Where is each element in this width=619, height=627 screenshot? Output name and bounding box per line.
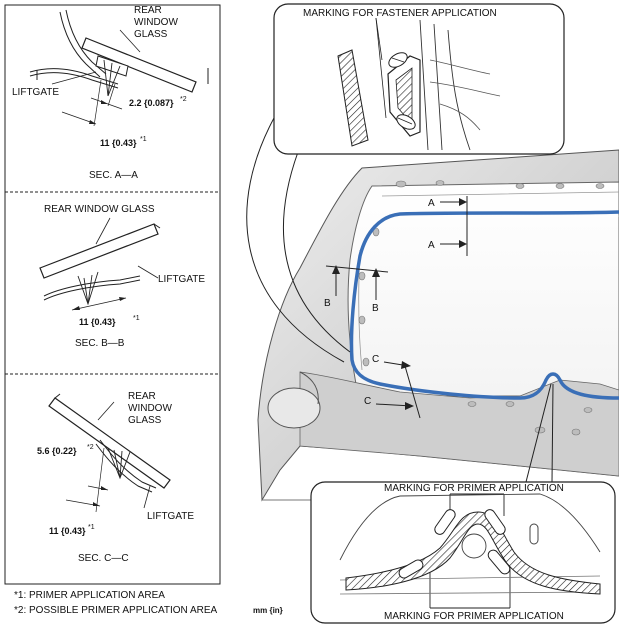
primer-bead-line	[349, 210, 619, 400]
section-c-glass-label-3: GLASS	[128, 415, 162, 426]
section-a-glass-label-1: REAR	[134, 5, 162, 16]
primer-marking-label-bottom: MARKING FOR PRIMER APPLICATION	[384, 611, 564, 622]
section-c-drawing: REAR WINDOW GLASS 5.6 {0.22} *2 LIFTGATE…	[37, 391, 194, 564]
section-c-dim-primer: 11 {0.43}	[49, 526, 86, 536]
primer-mark-upper-left	[434, 509, 456, 535]
section-c-dim-primer-possible: 5.6 {0.22}	[37, 446, 77, 456]
section-b-title: SEC. B—B	[75, 338, 125, 349]
section-marker-a-bottom: A	[428, 240, 435, 251]
section-c-title: SEC. C—C	[78, 553, 129, 564]
section-c-glass-label-1: REAR	[128, 391, 156, 402]
section-marker-b-right: B	[372, 303, 379, 314]
section-a-dim-primer-possible: 2.2 {0.087}	[129, 98, 174, 108]
section-c-dim-mark-1: *1	[88, 524, 95, 531]
fastener-marking-bottom	[396, 114, 416, 130]
section-a-glass-label-3: GLASS	[134, 29, 168, 40]
section-c-dim-mark-2: *2	[87, 444, 94, 451]
section-cut-c: C C	[364, 354, 421, 419]
liftgate-view: A A B B C C	[246, 117, 619, 502]
section-cut-a: A A	[428, 196, 468, 256]
primer-callout: MARKING FOR PRIMER APPLICATION MARKING F…	[310, 481, 616, 624]
primer-mark-lower-right	[487, 549, 511, 575]
units-label: mm {in}	[253, 606, 283, 615]
section-a-dim-primer: 11 {0.43}	[100, 138, 137, 148]
rear-lamp	[267, 387, 321, 429]
section-b-dim-primer: 11 {0.43}	[79, 317, 116, 327]
section-cut-b: B B	[324, 265, 389, 314]
sections-panel-border	[4, 4, 221, 585]
section-a-dim-mark-1: *1	[140, 136, 147, 143]
section-a-liftgate-label: LIFTGATE	[12, 87, 59, 98]
section-marker-b-left: B	[324, 298, 331, 309]
section-b-drawing: REAR WINDOW GLASS LIFTGATE 11 {0.43} *1 …	[39, 204, 205, 349]
section-marker-c-bottom: C	[364, 396, 371, 407]
sections-panel: REAR WINDOW GLASS LIFTGATE 2.2 {0.087} *…	[4, 4, 221, 585]
primer-mark-upper-right	[484, 509, 506, 535]
note-possible-primer-area: *2: POSSIBLE PRIMER APPLICATION AREA	[14, 605, 218, 616]
section-marker-c-top: C	[372, 354, 379, 365]
section-a-drawing: REAR WINDOW GLASS LIFTGATE 2.2 {0.087} *…	[12, 5, 209, 181]
primer-mark-lower-left	[398, 559, 424, 579]
section-b-dim-mark-1: *1	[133, 315, 140, 322]
section-c-glass-label-2: WINDOW	[128, 403, 172, 414]
section-a-dim-mark-2: *2	[180, 96, 187, 103]
primer-marking-label-top: MARKING FOR PRIMER APPLICATION	[384, 483, 564, 494]
section-a-glass-label-2: WINDOW	[134, 17, 178, 28]
section-a-title: SEC. A—A	[89, 170, 138, 181]
primer-callout-border	[310, 481, 616, 624]
section-marker-a-top: A	[428, 198, 435, 209]
fastener-marking-label: MARKING FOR FASTENER APPLICATION	[303, 8, 497, 19]
section-b-liftgate-label: LIFTGATE	[158, 274, 205, 285]
fastener-callout: MARKING FOR FASTENER APPLICATION	[273, 3, 565, 155]
note-primer-area: *1: PRIMER APPLICATION AREA	[14, 590, 165, 601]
section-c-liftgate-label: LIFTGATE	[147, 511, 194, 522]
section-b-glass-label: REAR WINDOW GLASS	[44, 204, 155, 215]
